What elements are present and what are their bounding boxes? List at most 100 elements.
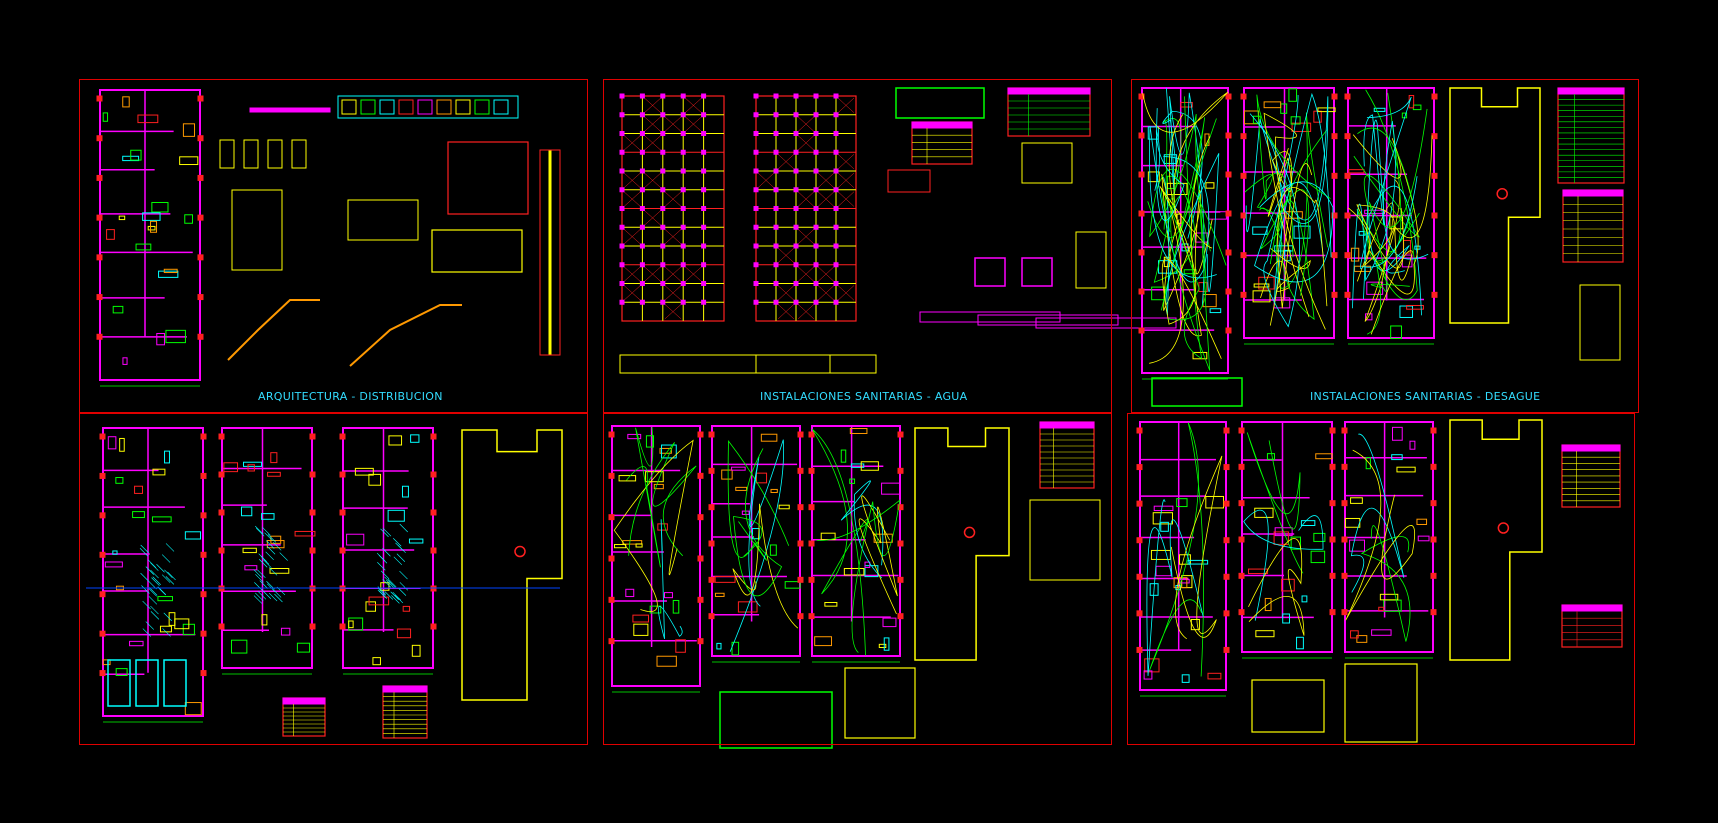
column-marker <box>1329 572 1336 579</box>
column-marker <box>660 112 666 118</box>
floor-plan-outline <box>1141 87 1229 374</box>
column-elevation-frame <box>539 149 561 356</box>
mep-route <box>626 427 661 568</box>
slab-x <box>644 116 661 132</box>
column-marker <box>793 112 799 118</box>
floor-plan-fixture <box>675 639 686 653</box>
hatch-line <box>267 534 277 543</box>
mep-route <box>1142 91 1229 263</box>
column-marker <box>1344 133 1351 140</box>
floor-plan-fixture <box>174 618 190 630</box>
hatch-line <box>263 559 272 568</box>
floor-plan-fixture <box>1264 597 1272 612</box>
floor-plan-fixture <box>1301 595 1308 603</box>
column-marker <box>1138 132 1145 139</box>
stair-section <box>349 304 462 367</box>
sheet-instalaciones-agua[interactable] <box>603 79 1112 413</box>
column-marker <box>1138 249 1145 256</box>
floor-plan-fixture <box>672 599 680 614</box>
floor-plan-fixture <box>1291 122 1312 132</box>
column-marker <box>1138 93 1145 100</box>
hatch-line <box>167 571 176 581</box>
column-marker <box>701 299 707 305</box>
column-marker <box>701 93 707 99</box>
floor-plan-fixture <box>1296 636 1304 650</box>
hatch-line <box>145 621 154 630</box>
legend-header <box>1557 87 1625 95</box>
column-marker <box>897 431 904 438</box>
column-marker <box>753 112 759 118</box>
hatch-line <box>257 569 266 579</box>
floor-plan-fixture <box>1358 231 1366 236</box>
column-marker <box>200 551 207 558</box>
detail-strip <box>337 95 519 119</box>
sheet-arquitectura-plantas[interactable] <box>79 413 588 745</box>
floor-plan-fixture <box>266 540 285 549</box>
column-marker <box>680 168 686 174</box>
floor-plan-fixture <box>184 214 193 224</box>
column-marker <box>639 149 645 155</box>
slab-x <box>777 285 795 301</box>
floor-plan-fixture <box>860 461 879 471</box>
floor-plan-fixture <box>1181 674 1190 683</box>
column-marker <box>1341 572 1348 579</box>
floor-plan-fixture <box>769 544 777 556</box>
column-marker <box>1238 500 1245 507</box>
floor-plan-fixture <box>1252 226 1268 235</box>
column-marker <box>793 224 799 230</box>
column-marker <box>1331 291 1338 298</box>
slab-x <box>797 266 815 282</box>
column-marker <box>99 591 106 598</box>
sheet-arquitectura-distribucion[interactable] <box>79 79 588 413</box>
floor-plan-fixture <box>158 270 179 278</box>
column-marker <box>1136 646 1143 653</box>
column-marker <box>1223 427 1230 434</box>
mep-route <box>1163 153 1220 316</box>
spec-box <box>895 87 985 119</box>
panel-detail <box>1029 499 1101 581</box>
slab-x <box>797 116 815 132</box>
column-marker <box>660 224 666 230</box>
mep-route <box>1149 136 1211 364</box>
sheet-electricas-plantas[interactable] <box>603 413 1112 745</box>
floor-plan-fixture <box>1409 440 1416 450</box>
floor-plan-fixture <box>244 565 258 571</box>
column-marker <box>619 262 625 268</box>
floor-plan-fixture <box>1187 559 1209 565</box>
stair-section <box>227 299 320 361</box>
column-marker <box>1331 252 1338 259</box>
column-marker <box>1430 427 1437 434</box>
floor-plan-fixture <box>1163 154 1178 164</box>
beam-section <box>1035 317 1177 329</box>
hatch-line <box>150 611 160 620</box>
slab-x <box>623 172 641 188</box>
column-marker <box>99 472 106 479</box>
hatch-line <box>393 556 403 566</box>
parking-car <box>107 659 131 707</box>
column-marker <box>1341 427 1348 434</box>
floor-plan-fixture <box>883 637 890 651</box>
column-marker <box>897 576 904 583</box>
column-marker <box>608 638 615 645</box>
column-marker <box>1430 609 1437 616</box>
hatch-line <box>147 559 157 568</box>
column-marker <box>639 206 645 211</box>
column-marker <box>753 93 759 99</box>
column-marker <box>1329 536 1336 543</box>
column-marker <box>1344 291 1351 298</box>
column-marker <box>773 299 779 305</box>
sheet-instalaciones-desague[interactable] <box>1131 79 1639 413</box>
column-marker <box>773 243 779 249</box>
column-marker <box>1431 212 1438 219</box>
hatch-line <box>262 527 271 536</box>
sheet-desague-plantas[interactable] <box>1127 413 1635 745</box>
column-marker <box>793 243 799 249</box>
hatch-line <box>254 582 263 591</box>
column-marker <box>660 168 666 174</box>
column-marker <box>793 281 799 286</box>
column-marker <box>639 187 645 193</box>
slab-x <box>623 266 641 282</box>
floor-plan-fixture <box>411 644 421 657</box>
